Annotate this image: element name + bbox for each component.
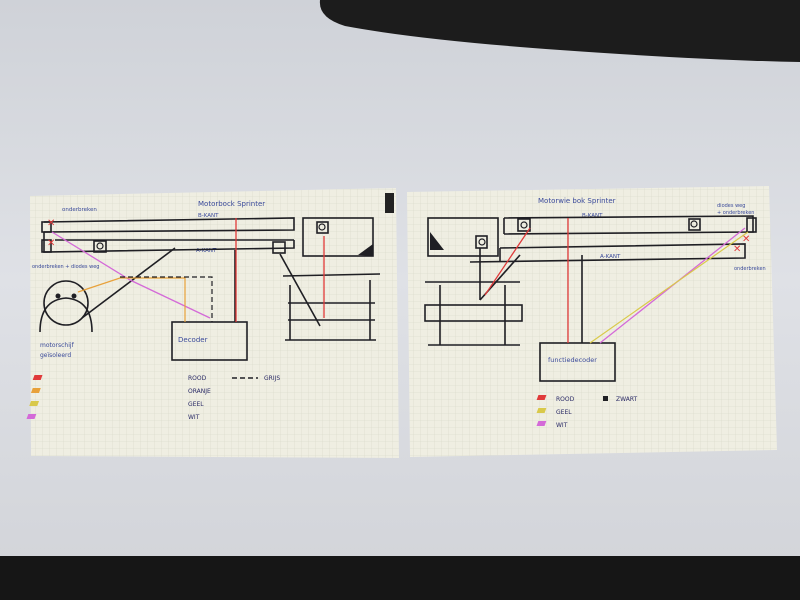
right-cross-1: ✕ [742, 234, 750, 245]
left-frame [39, 217, 381, 361]
left-pivot-2 [318, 223, 326, 231]
legend-swatch-rood [32, 375, 43, 380]
left-motor-dot-1 [55, 293, 61, 299]
left-label-motorschijf: motorschijf [40, 342, 75, 349]
left-cross-1: ✕ [47, 218, 55, 229]
right-pivot-1 [478, 238, 486, 246]
right-sheet: Motorwie bok Sprinter B-KANT A-KANT diod… [407, 186, 777, 457]
legend-swatch-wit [26, 414, 37, 419]
legend-wit-r: WIT [556, 422, 568, 429]
right-frame [424, 215, 757, 382]
legend-swatch-geel-r [536, 408, 547, 413]
legend-zwart-r: ZWART [616, 396, 638, 403]
legend-grijs: GRIJS [264, 375, 280, 382]
left-label-geisoleerd: geïsoleerd [40, 352, 71, 359]
left-label-a-kant: A-KANT [196, 248, 217, 254]
binder-tab [385, 193, 394, 213]
legend-swatch-oranje [30, 388, 41, 393]
left-orange-wire [77, 277, 186, 322]
left-pivot-1 [96, 242, 104, 250]
left-paper-grid [30, 188, 399, 458]
right-title: Motorwie bok Sprinter [538, 197, 616, 205]
legend-geel: GEEL [188, 401, 204, 408]
legend-swatch-rood-r [536, 395, 547, 400]
right-legend: ROOD GEEL WIT ZWART [536, 395, 638, 429]
right-red-wire-2 [484, 227, 531, 296]
right-cross-2: ✕ [733, 244, 741, 255]
right-yellow-wire [589, 231, 749, 344]
right-decoder-label: functiedecoder [548, 356, 597, 364]
legend-geel-r: GEEL [556, 409, 572, 416]
left-sheet: Motorbock Sprinter B-KANT A-KANT onderbr… [26, 188, 399, 458]
left-decoder-label: Decoder [178, 336, 208, 344]
left-grey-wire [120, 276, 213, 322]
legend-swatch-zwart-r [603, 396, 608, 401]
right-label-a-kant: A-KANT [600, 254, 621, 260]
left-pink-wire [51, 231, 211, 319]
legend-oranje: ORANJE [188, 388, 211, 395]
legend-wit: WIT [188, 414, 200, 421]
left-label-onderbreken-diodes: onderbreken + diodes weg [32, 264, 99, 270]
legend-swatch-geel [29, 401, 40, 406]
left-legend: ROOD ORANJE GEEL WIT GRIJS [26, 375, 280, 421]
right-bogie-wedge [430, 232, 444, 250]
right-label-onderbreken: onderbreken [734, 266, 766, 272]
floor-strip [0, 556, 800, 600]
left-cross-2: ✕ [47, 238, 55, 249]
left-label-b-kant: B-KANT [198, 213, 219, 219]
left-bogie-wedge [358, 244, 373, 256]
right-label-diodes-weg: diodes weg [717, 203, 745, 209]
left-title: Motorbock Sprinter [198, 200, 265, 208]
right-label-b-kant: B-KANT [582, 213, 603, 219]
right-pivot-3 [690, 220, 698, 228]
black-object [319, 0, 800, 62]
left-motor-dot-2 [71, 293, 77, 299]
legend-rood: ROOD [188, 375, 207, 382]
legend-swatch-wit-r [536, 421, 547, 426]
right-pivot-2 [520, 221, 528, 229]
right-label-onderbreken-top: + onderbreken [717, 210, 754, 216]
legend-rood-r: ROOD [556, 396, 575, 403]
left-label-onderbreken: onderbreken [62, 207, 97, 213]
